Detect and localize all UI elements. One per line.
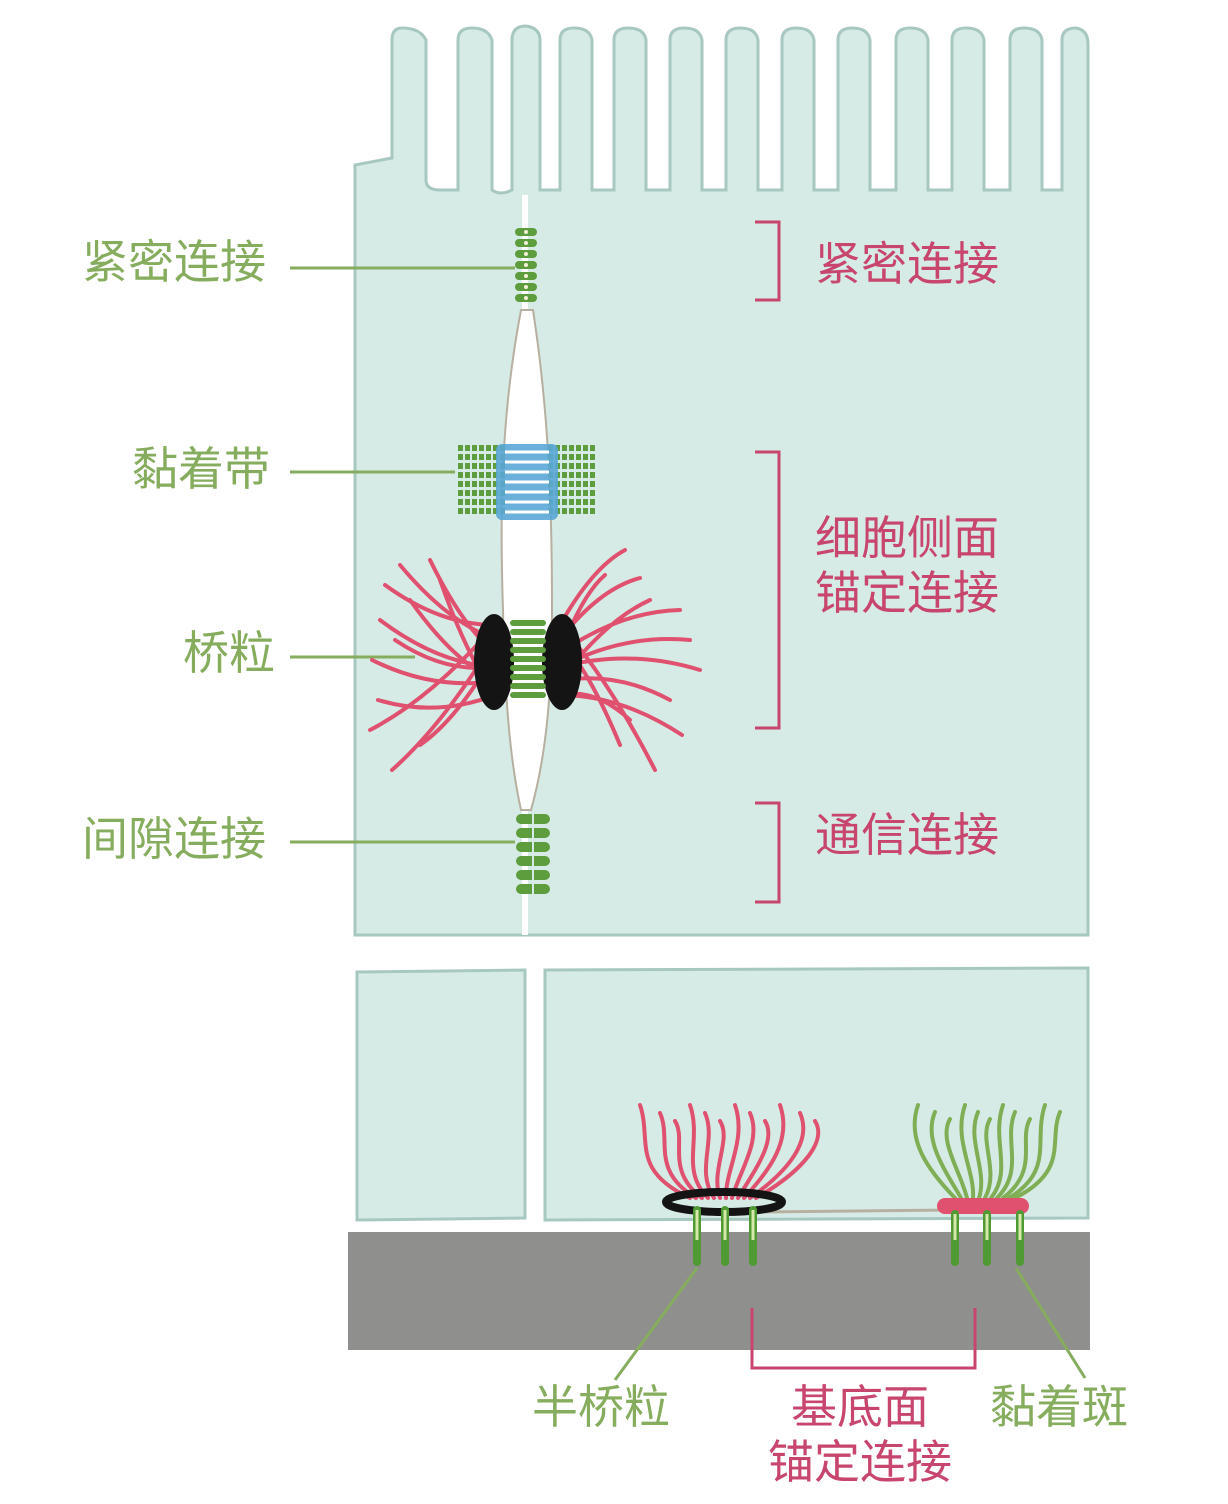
hemidesmosome-filament [748, 1111, 806, 1200]
actin-filament [995, 1110, 1017, 1200]
actin-filament [929, 1110, 963, 1200]
actin-filament [1007, 1103, 1047, 1200]
focal-adhesion-structure [912, 1103, 1062, 1266]
lower-left-cell [355, 968, 527, 1222]
basal-membrane-line [759, 1208, 956, 1214]
actin-filament [959, 1103, 976, 1200]
basal-lamina [348, 1232, 1090, 1350]
label-lateral-anchoring-2: 锚定连接 [815, 566, 999, 620]
bracket-basal [750, 1308, 977, 1370]
label-basal-anchoring-1: 基底面 [791, 1380, 929, 1434]
label-focal-adhesion: 黏着斑 [990, 1380, 1128, 1434]
tight-junction-bead [524, 241, 528, 245]
label-basal-anchoring-2: 锚定连接 [768, 1435, 952, 1489]
tight-junction-structure [515, 228, 537, 302]
hemidesmosome-filament [742, 1103, 786, 1200]
desmoglein-link [510, 620, 546, 626]
gap-junction-structure [516, 814, 550, 894]
hemidesmosome-structure [638, 1103, 821, 1266]
desmosome-structure [368, 548, 702, 772]
desmosome-plaque-right [542, 614, 582, 710]
label-gap-junction: 间隙连接 [82, 812, 266, 866]
desmoglein-link [510, 665, 546, 671]
leader-focal-adhesion [1014, 1267, 1087, 1379]
actin-filament [983, 1117, 993, 1200]
hemidesmosome-filament [638, 1103, 692, 1200]
desmoglein-link [510, 656, 546, 662]
bracket-communication [755, 801, 781, 904]
focal-adhesion-plaque [937, 1198, 1029, 1214]
bracket-lateral [755, 450, 781, 730]
desmoglein-link [510, 692, 546, 698]
hemidesmosome-filament [673, 1119, 704, 1200]
label-communication-junction: 通信连接 [815, 808, 999, 862]
hemidesmosome-filament [658, 1111, 698, 1200]
actin-filament [912, 1103, 957, 1200]
adherens-belt-structure [458, 444, 595, 520]
desmoglein-link [510, 683, 546, 689]
keratin-filament-right [558, 548, 627, 627]
hemidesmosome-filament [754, 1119, 821, 1200]
upper-epithelial-cells [353, 24, 1090, 937]
tight-junction-bead [524, 285, 528, 289]
actin-filament [1001, 1117, 1032, 1200]
tight-junction-bead [524, 230, 528, 234]
desmosome-plaque-left [474, 614, 514, 710]
desmoglein-link [510, 638, 546, 644]
label-desmosome: 桥粒 [183, 626, 275, 680]
label-adherens-belt: 黏着带 [132, 442, 270, 496]
bracket-tight [755, 220, 781, 302]
actin-filament [944, 1117, 969, 1200]
tight-junction-bead [524, 252, 528, 256]
tight-junction-bead [524, 263, 528, 267]
desmoglein-link [510, 629, 546, 635]
tight-junction-bead [524, 274, 528, 278]
actin-filament [989, 1103, 1005, 1200]
leader-hemidesmosome [613, 1267, 699, 1381]
desmoglein-link [510, 647, 546, 653]
label-hemidesmosome: 半桥粒 [532, 1380, 670, 1434]
label-tight-junction-right: 紧密连接 [815, 237, 999, 291]
label-tight-junction-left: 紧密连接 [82, 235, 266, 289]
actin-filament [972, 1110, 984, 1200]
tight-junction-bead [524, 296, 528, 300]
label-lateral-anchoring-1: 细胞侧面 [815, 511, 999, 565]
actin-filament [1013, 1110, 1062, 1200]
desmoglein-link [510, 674, 546, 680]
